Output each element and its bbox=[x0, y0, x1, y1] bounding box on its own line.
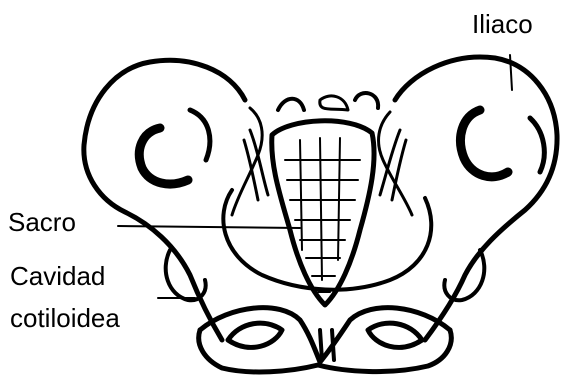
label-cavidad-line1: Cavidad bbox=[10, 261, 105, 291]
left-iliac-fossa bbox=[139, 128, 188, 184]
right-iliac-fossa bbox=[461, 110, 508, 177]
right-ilium bbox=[395, 57, 557, 340]
sacro-leader-line bbox=[118, 226, 300, 228]
label-sacro: Sacro bbox=[8, 207, 76, 237]
label-iliaco: Iliaco bbox=[472, 9, 533, 39]
left-obturator-foramen bbox=[228, 323, 282, 347]
sacrum bbox=[272, 93, 378, 305]
pubic-arch bbox=[200, 308, 450, 362]
right-obturator-foramen bbox=[368, 323, 422, 347]
label-cavidad-line2: cotiloidea bbox=[10, 303, 120, 333]
